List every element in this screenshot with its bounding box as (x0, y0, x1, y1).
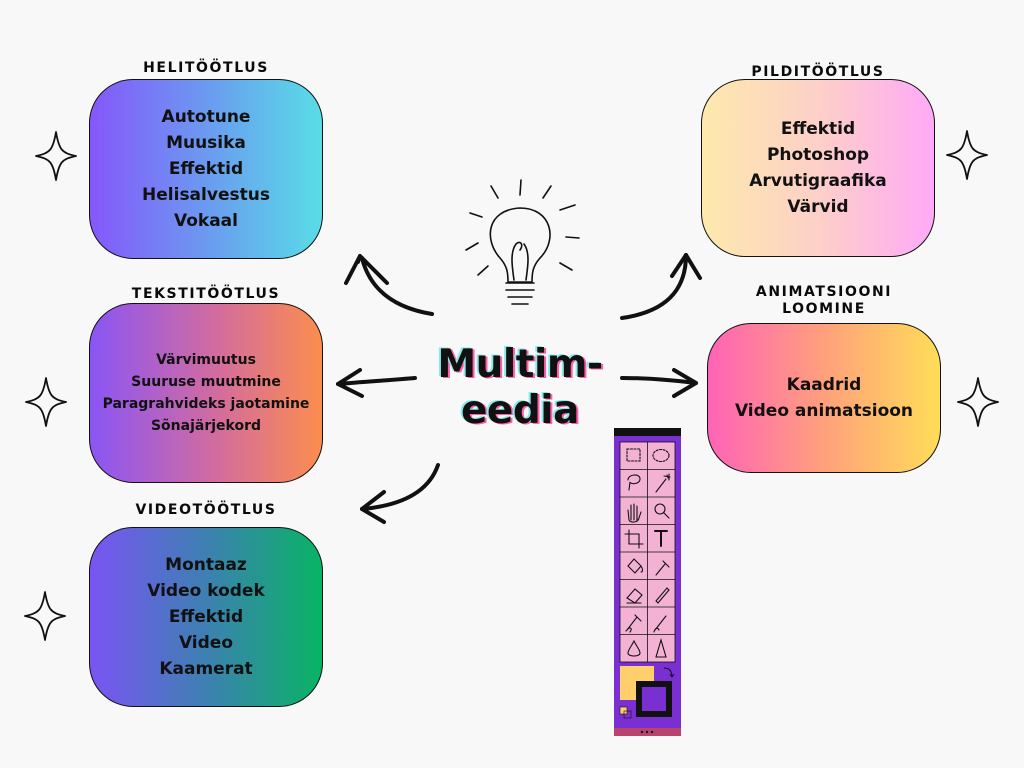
list-item: Autotune (161, 107, 251, 127)
heli-box: Autotune Muusika Effektid Helisalvestus … (89, 79, 323, 259)
video-box: Montaaz Video kodek Effektid Video Kaame… (89, 527, 323, 707)
marquee-ellipse-icon (652, 448, 670, 463)
list-item: Suuruse muutmine (131, 374, 281, 390)
arrow-icon (344, 254, 434, 316)
list-item: Video (178, 633, 234, 653)
blur-icon (627, 639, 641, 657)
teksti-title: TEKSTITÖÖTLUS (131, 286, 281, 302)
list-item: Montaaz (165, 555, 247, 575)
center-title-line2: eedia (460, 388, 580, 433)
arrow-icon (620, 253, 702, 320)
image-editor-toolbar (614, 428, 681, 736)
eyedropper-icon (655, 560, 670, 576)
type-icon (654, 530, 668, 547)
anim-title-line2: LOOMINE (782, 301, 866, 317)
pencil-icon (655, 587, 670, 604)
list-item: Muusika (166, 133, 246, 153)
center-title-line1: Multim- (437, 342, 603, 387)
list-item: Photoshop (766, 145, 870, 165)
sparkle-icon (25, 377, 67, 427)
paint-bucket-icon (627, 558, 644, 574)
pildi-title: PILDITÖÖTLUS (751, 64, 885, 80)
sharpen-icon (655, 638, 667, 658)
sparkle-icon (24, 591, 66, 641)
list-item: Arvutigraafika (749, 171, 887, 191)
background-swatch (636, 681, 672, 717)
hand-icon (627, 503, 642, 523)
list-item: Paragrahvideks jaotamine (102, 396, 310, 412)
anim-box: Kaadrid Video animatsioon (707, 323, 941, 473)
zoom-icon (654, 503, 670, 519)
crop-icon (624, 529, 644, 549)
brush-icon (653, 615, 667, 633)
list-item: Video kodek (147, 581, 265, 601)
list-item: Effektid (780, 119, 856, 139)
pildi-box: Effektid Photoshop Arvutigraafika Värvid (701, 79, 935, 257)
list-item: Effektid (168, 159, 244, 179)
eraser-icon (626, 588, 643, 604)
list-item: Vokaal (174, 211, 238, 231)
sparkle-icon (35, 131, 77, 181)
arrow-icon (336, 368, 417, 398)
list-item: Sõnajärjekord (150, 418, 262, 434)
anim-title: ANIMATSIOONI LOOMINE (707, 284, 941, 318)
list-item: Värvid (787, 197, 849, 217)
list-item: Kaamerat (159, 659, 253, 679)
list-item: Effektid (168, 607, 244, 627)
sparkle-icon (946, 130, 988, 180)
center-title: Multim- eedia (395, 342, 645, 434)
heli-title: HELITÖÖTLUS (143, 60, 269, 76)
list-item: Video animatsioon (734, 401, 914, 421)
anim-title-line1: ANIMATSIOONI (755, 284, 893, 300)
lasso-icon (627, 474, 641, 491)
healing-icon (625, 614, 642, 633)
arrow-icon (360, 463, 440, 524)
swap-colors-icon (663, 667, 675, 678)
video-title: VIDEOTÖÖTLUS (135, 502, 277, 518)
marquee-rect-icon (626, 448, 641, 462)
list-item: Helisalvestus (142, 185, 270, 205)
list-item: Värvimuutus (156, 352, 256, 368)
lightbulb-icon (465, 179, 580, 305)
arrow-icon (620, 368, 698, 398)
list-item: Kaadrid (786, 375, 862, 395)
sparkle-icon (957, 377, 999, 427)
teksti-box: Värvimuutus Suuruse muutmine Paragrahvid… (89, 303, 323, 483)
magic-wand-icon (655, 473, 671, 493)
